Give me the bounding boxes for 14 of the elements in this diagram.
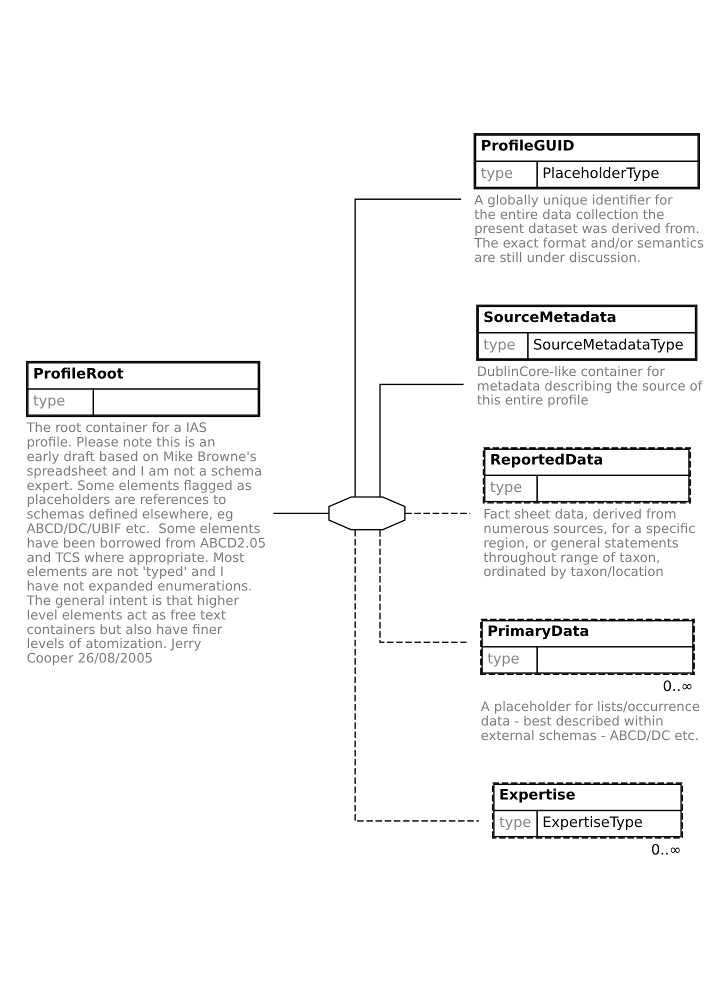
connector bbox=[273, 512, 329, 514]
connector bbox=[405, 512, 470, 514]
node-label: DublinCore-like container for metadata describing the source of this entire profile bbox=[476, 364, 702, 409]
node-octagon bbox=[328, 496, 406, 530]
connector bbox=[379, 530, 467, 643]
node-label: Fact sheet data, derived from numerous sources, for a specific region, or general statements throughout range of taxon, ordinated by taxon/location bbox=[483, 508, 696, 580]
node-label: A globally unique identifier for the entire data collection the present dataset was derived from. The exact format and/or semantics are still under discussion. bbox=[474, 193, 704, 266]
connector bbox=[379, 384, 464, 496]
node-label: 0..∞ bbox=[650, 842, 682, 859]
connector bbox=[354, 198, 462, 497]
node-label: 0..∞ bbox=[662, 679, 694, 696]
connector bbox=[354, 530, 479, 822]
node-label: The root container for a IAS profile. Please note this is an early draft based on Mike Browne's spreadsheet and I am not a schema expert. Some elements flagged as placeholders are references to schemas defined elsewhere, eg ABCD/DC/UBIF etc. Some elements have been borrowed from ABCD2.05 and TCS where appropriate. Most elements are not 'typed' and I have not expanded enumerations. The general intent is that higher level elements act as free text containers but also have finer levels of atomization. Jerry Cooper 26/08/2005 bbox=[26, 421, 266, 667]
node-label: A placeholder for lists/occurrence data - best described within external schemas - ABCD/DC etc. bbox=[480, 700, 700, 744]
